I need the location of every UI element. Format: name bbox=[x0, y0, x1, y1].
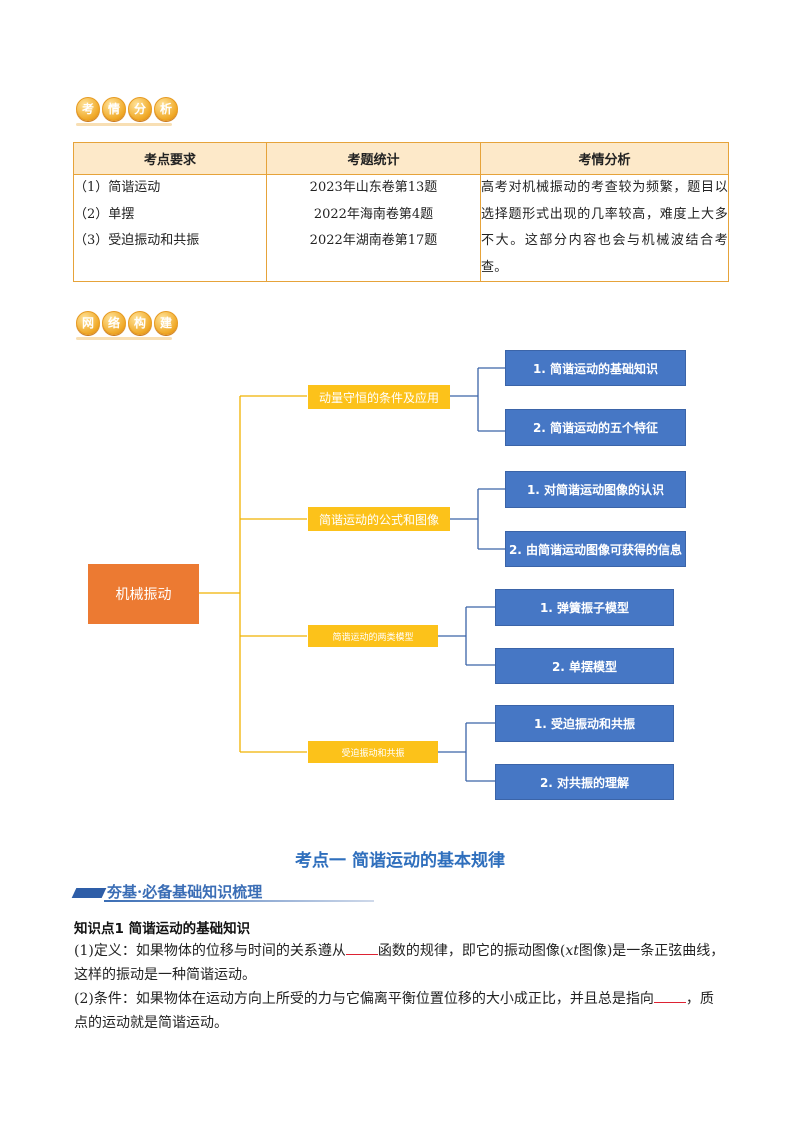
badge-char: 构 bbox=[128, 311, 152, 335]
stat-item: 2022年海南卷第4题 bbox=[313, 206, 434, 222]
table-header-row: 考点要求 考题统计 考情分析 bbox=[73, 142, 729, 175]
mindmap-leaf: 2. 单摆模型 bbox=[495, 648, 674, 684]
badge-char: 考 bbox=[76, 97, 100, 121]
text: (1)定义：如果物体的位移与时间的关系遵从 bbox=[74, 943, 346, 959]
badge-underline bbox=[76, 337, 172, 340]
exam-table: 考点要求 考题统计 考情分析 （1）简谐运动 （2）单摆 （3）受迫振动和共振 … bbox=[73, 142, 729, 282]
mindmap-branch: 动量守恒的条件及应用 bbox=[308, 385, 450, 409]
section-title: 考点一 简谐运动的基本规律 bbox=[295, 851, 505, 871]
analysis-cell: 高考对机械振动的考查较为频繁，题目以选择题形式出现的几率较高，难度上大多不大。这… bbox=[480, 174, 729, 282]
stat-item: 2022年湖南卷第17题 bbox=[309, 233, 438, 248]
badge-char: 情 bbox=[102, 97, 126, 121]
badge-underline bbox=[76, 123, 172, 126]
band-bar bbox=[71, 888, 107, 898]
connector-leaves-4 bbox=[438, 722, 495, 782]
fill-blank[interactable] bbox=[653, 988, 686, 1003]
connector-leaves-1 bbox=[450, 367, 505, 432]
requirements-cell: （1）简谐运动 （2）单摆 （3）受迫振动和共振 bbox=[73, 174, 267, 282]
knowledge-point-title: 知识点1 简谐运动的基础知识 bbox=[74, 921, 251, 937]
mindmap-connectors bbox=[199, 367, 505, 782]
badge-char: 建 bbox=[154, 311, 178, 335]
mindmap-root: 机械振动 bbox=[88, 564, 199, 624]
mindmap-leaf: 1. 受迫振动和共振 bbox=[495, 705, 674, 742]
network-build-badge: 网 络 构 建 bbox=[76, 311, 178, 335]
requirement-item: （3）受迫振动和共振 bbox=[74, 233, 200, 248]
table-header: 考情分析 bbox=[480, 142, 729, 175]
text: 函数的规律，即它的振动图像( bbox=[377, 943, 566, 959]
mindmap-leaf: 2. 简谐运动的五个特征 bbox=[505, 409, 686, 446]
definition-paragraph: (1)定义：如果物体的位移与时间的关系遵从 函数的规律，即它的振动图像(xt图像)… bbox=[74, 939, 726, 987]
italic-text: xt bbox=[565, 943, 579, 959]
mindmap-branch: 简谐运动的公式和图像 bbox=[308, 507, 450, 531]
badge-char: 分 bbox=[128, 97, 152, 121]
mindmap-leaf: 2. 对共振的理解 bbox=[495, 764, 674, 800]
mindmap-leaf: 1. 对简谐运动图像的认识 bbox=[505, 471, 686, 508]
connector-leaves-2 bbox=[450, 488, 505, 550]
stat-item: 2023年山东卷第13题 bbox=[309, 180, 438, 195]
fill-blank[interactable] bbox=[345, 940, 378, 955]
table-header: 考点要求 bbox=[73, 142, 267, 175]
text: ，质点的运动就是简谐运动。 bbox=[74, 991, 714, 1031]
badge-char: 网 bbox=[76, 311, 100, 335]
mindmap-leaf: 1. 简谐运动的基础知识 bbox=[505, 350, 686, 386]
table-header: 考题统计 bbox=[266, 142, 481, 175]
requirement-item: （2）单摆 bbox=[74, 206, 135, 222]
text: 图像)是一条正弦曲线，这样的振动是一种简谐运动。 bbox=[74, 943, 725, 983]
band-underline bbox=[104, 900, 374, 902]
badge-char: 析 bbox=[154, 97, 178, 121]
knowledge-band: 夯基·必备基础知识梳理 bbox=[71, 880, 374, 904]
stats-cell: 2023年山东卷第13题 2022年海南卷第4题 2022年湖南卷第17题 bbox=[266, 174, 481, 282]
mindmap-branch: 受迫振动和共振 bbox=[308, 741, 438, 763]
badge-char: 络 bbox=[102, 311, 126, 335]
requirement-item: （1）简谐运动 bbox=[74, 180, 161, 195]
exam-analysis-badge: 考 情 分 析 bbox=[76, 97, 178, 121]
condition-paragraph: (2)条件：如果物体在运动方向上所受的力与它偏离平衡位置位移的大小成正比，并且总… bbox=[74, 987, 726, 1035]
band-title: 夯基·必备基础知识梳理 bbox=[107, 883, 263, 901]
connector-leaves-3 bbox=[438, 606, 495, 666]
table-row: （1）简谐运动 （2）单摆 （3）受迫振动和共振 2023年山东卷第13题 20… bbox=[73, 174, 729, 282]
mindmap-branch: 简谐运动的两类模型 bbox=[308, 625, 438, 647]
mindmap-leaf: 1. 弹簧振子模型 bbox=[495, 589, 674, 626]
text: (2)条件：如果物体在运动方向上所受的力与它偏离平衡位置位移的大小成正比，并且总… bbox=[74, 991, 654, 1007]
mindmap-leaf: 2. 由简谐运动图像可获得的信息 bbox=[505, 531, 686, 567]
